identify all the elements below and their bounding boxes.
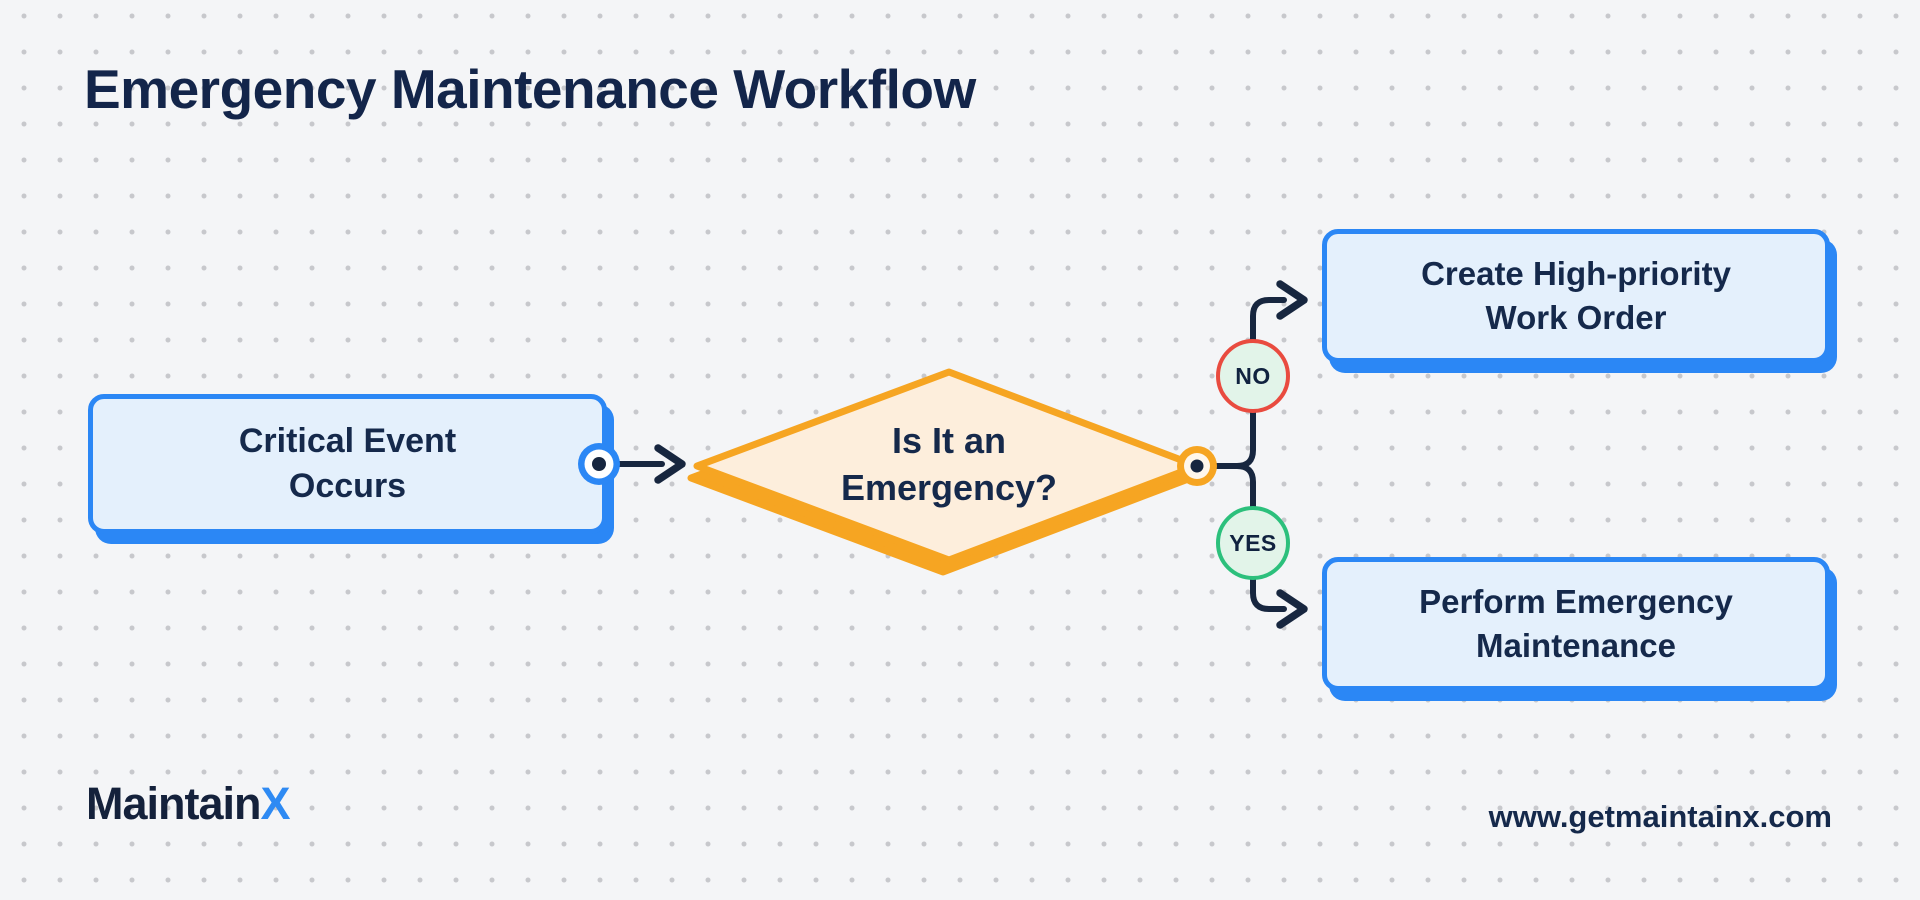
branch-badge-yes: YES <box>1216 506 1290 580</box>
node-decision-label: Is It an Emergency? <box>840 420 1058 508</box>
edge-yes-arrowhead <box>1276 589 1308 629</box>
page-title: Emergency Maintenance Workflow <box>84 58 976 120</box>
node-critical-event-label: Critical Event Occurs <box>238 422 457 505</box>
branch-badge-no: NO <box>1216 339 1290 413</box>
node-critical-event: Critical Event Occurs <box>88 394 607 534</box>
branch-badge-yes-label: YES <box>1229 529 1277 556</box>
branch-badge-no-label: NO <box>1235 362 1271 389</box>
logo-x-mark: X <box>260 778 291 829</box>
website-url: www.getmaintainx.com <box>1488 799 1832 834</box>
node-perform-maintenance-label: Perform Emergency Maintenance <box>1419 583 1733 664</box>
edge-no-arrowhead <box>1276 280 1308 320</box>
logo-wordmark: Maintain <box>86 778 262 829</box>
decision-node-port <box>1177 446 1217 486</box>
node-perform-maintenance: Perform Emergency Maintenance <box>1322 557 1830 691</box>
edge-start-arrowhead <box>654 444 686 484</box>
node-create-work-order: Create High-priority Work Order <box>1322 229 1830 363</box>
maintainx-logo: MaintainX <box>86 778 291 829</box>
node-create-work-order-label: Create High-priority Work Order <box>1421 255 1731 336</box>
